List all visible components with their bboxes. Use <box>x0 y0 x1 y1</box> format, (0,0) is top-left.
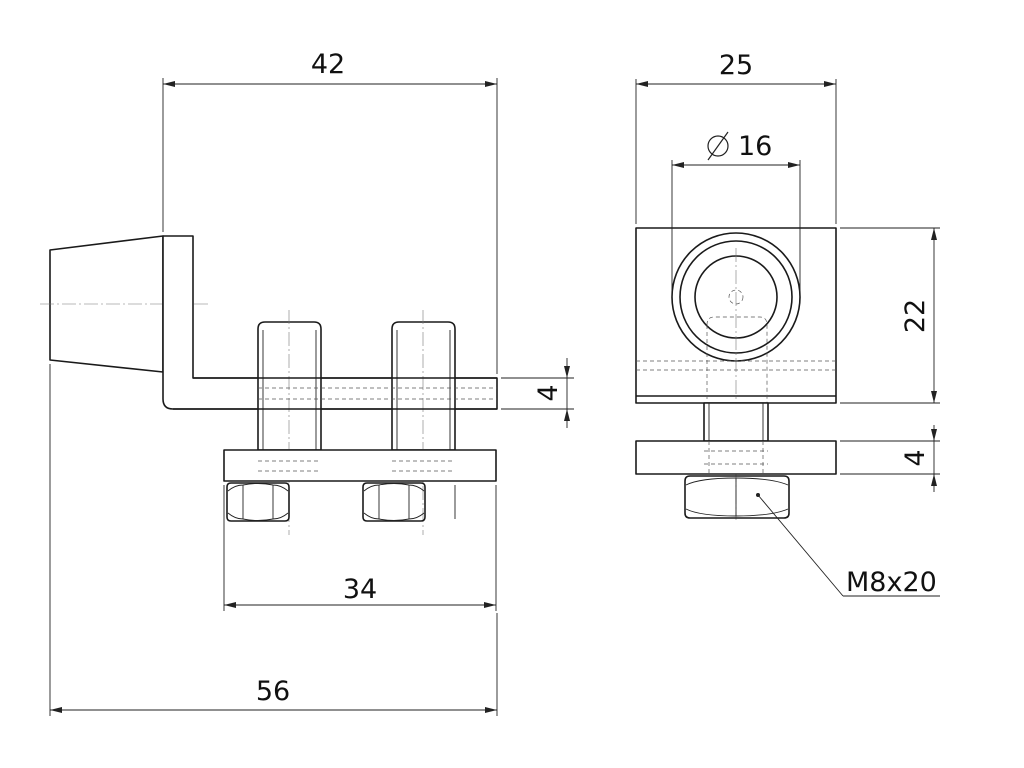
dimension-diameter: 16 <box>671 131 801 297</box>
dimension-overall-length: 56 <box>49 364 498 716</box>
dimension-label-16: 16 <box>738 131 772 162</box>
dimension-label-25: 25 <box>719 50 753 81</box>
dimension-label-4-side: 4 <box>533 384 564 401</box>
callout-bolt: M8x20 <box>757 494 940 598</box>
bolt-left <box>257 310 322 535</box>
dimension-bolt-spacing: 34 <box>223 485 497 611</box>
hex-nut-front <box>684 475 790 519</box>
hex-nut-left <box>226 482 290 522</box>
dimension-label-42: 42 <box>311 49 345 80</box>
dimension-label-4-front: 4 <box>900 449 931 466</box>
dimension-width-side: 42 <box>162 49 498 374</box>
dimension-height: 22 <box>840 227 940 404</box>
clamp-plate-side <box>223 449 497 482</box>
diameter-symbol-icon <box>707 131 729 161</box>
callout-label-bolt: M8x20 <box>846 567 937 598</box>
dimension-label-22: 22 <box>900 299 931 333</box>
side-view <box>40 235 498 535</box>
front-view <box>635 227 837 520</box>
dimension-label-34: 34 <box>343 574 377 605</box>
dimension-label-56: 56 <box>256 676 290 707</box>
bolt-right <box>391 310 456 535</box>
hex-nut-right-extended <box>424 485 456 519</box>
clamp-plate-front <box>635 440 837 475</box>
bolt-shank-front <box>703 402 769 442</box>
dimension-thickness-side: 4 <box>501 358 574 428</box>
hex-nut-right <box>362 482 426 522</box>
dimension-thickness-front: 4 <box>840 425 940 492</box>
dimension-width-front: 25 <box>635 50 837 224</box>
